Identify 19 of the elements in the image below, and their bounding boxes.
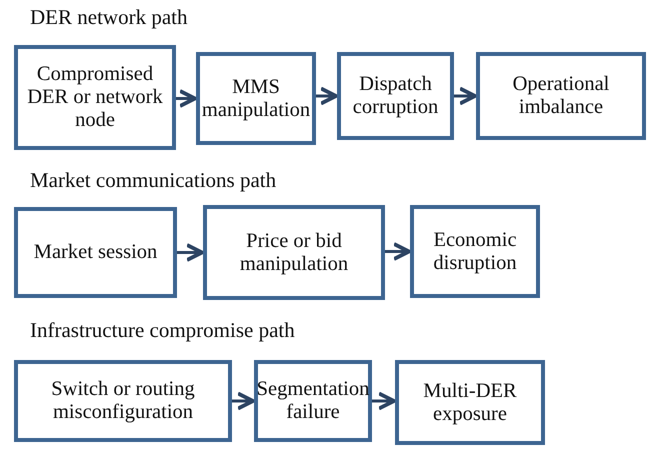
process-box: Switch or routing misconfiguration — [14, 360, 232, 442]
process-box: Operational imbalance — [476, 52, 646, 140]
section-heading: Infrastructure compromise path — [30, 318, 295, 343]
process-box: MMS manipulation — [196, 52, 316, 145]
arrow — [232, 392, 255, 410]
arrow — [177, 243, 204, 262]
section-heading: Market communications path — [30, 168, 276, 193]
process-box: Dispatch corruption — [337, 52, 454, 140]
arrow — [176, 89, 197, 108]
process-box: Compromised DER or network node — [14, 45, 176, 150]
process-box: Economic disruption — [410, 205, 540, 298]
arrow — [316, 86, 338, 106]
section-heading: DER network path — [30, 5, 188, 30]
arrow — [372, 392, 396, 410]
arrow — [385, 242, 411, 261]
process-box: Market session — [14, 207, 177, 298]
process-box: Multi-DER exposure — [395, 360, 545, 445]
arrow — [454, 86, 477, 106]
process-box: Price or bid manipulation — [203, 205, 385, 300]
